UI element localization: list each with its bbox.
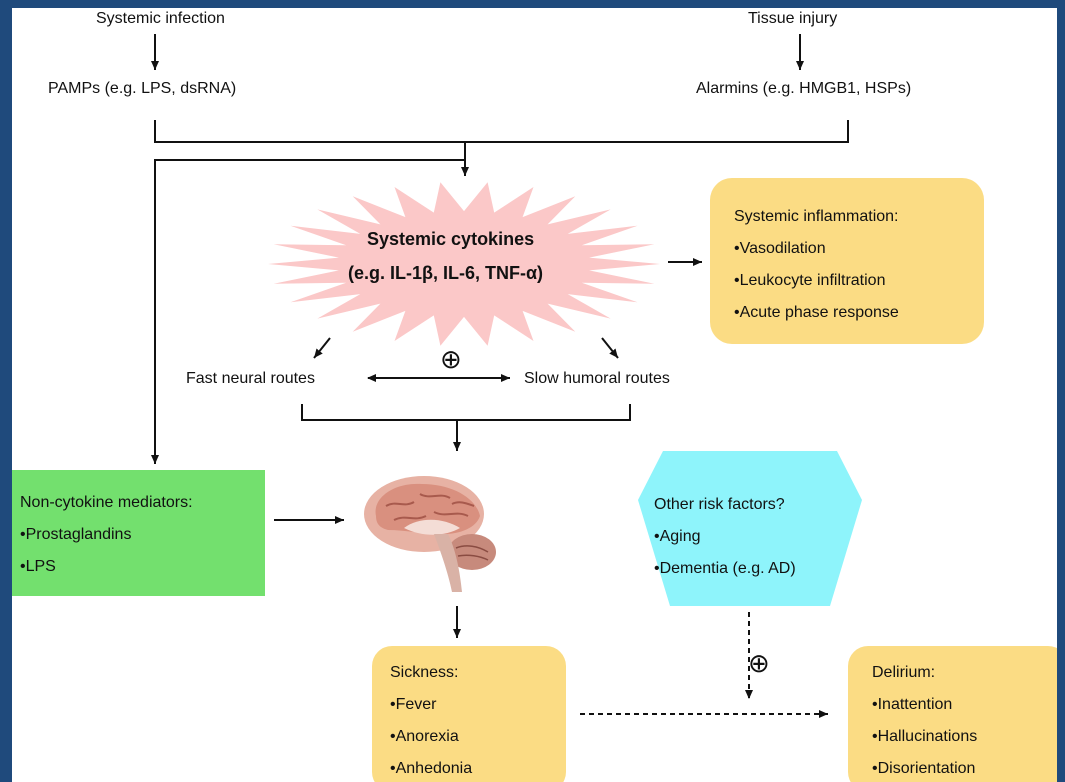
delirium-item: •Inattention: [872, 696, 953, 713]
sickness-item: •Anhedonia: [390, 760, 473, 777]
slow-humoral-routes-label: Slow humoral routes: [524, 370, 670, 387]
inflammation-box: Systemic inflammation: •Vasodilation •Le…: [710, 178, 984, 344]
sickness-title: Sickness:: [390, 664, 459, 681]
brain-icon: [364, 476, 496, 592]
inflammation-title: Systemic inflammation:: [734, 208, 899, 225]
to-slow-arrow: [601, 337, 619, 359]
inflammation-item: •Acute phase response: [734, 304, 899, 321]
delirium-title: Delirium:: [872, 664, 936, 681]
risk-factor-item: •Aging: [654, 528, 701, 545]
connector-layer: [151, 34, 862, 718]
diagram-canvas: Systemic infection PAMPs (e.g. LPS, dsRN…: [12, 8, 1057, 782]
inflammation-item: •Leukocyte infiltration: [734, 272, 886, 289]
delirium-item: •Disorientation: [872, 760, 976, 777]
to-noncytokine-arrow: [151, 159, 465, 464]
delirium-item: •Hallucinations: [872, 728, 978, 745]
delirium-box: Delirium: •Inattention •Hallucinations •…: [848, 646, 1057, 782]
pamps-label: PAMPs (e.g. LPS, dsRNA): [48, 80, 237, 97]
noncytokine-box: Non-cytokine mediators: •Prostaglandins …: [12, 470, 265, 596]
risk-plus-icon: ⊕: [748, 648, 770, 678]
risk-factors-title: Other risk factors?: [654, 496, 785, 513]
cytokines-title: Systemic cytokines: [367, 229, 535, 249]
fast-neural-routes-label: Fast neural routes: [186, 370, 315, 387]
cytokine-starburst: [268, 182, 660, 346]
alarmins-label: Alarmins (e.g. HMGB1, HSPs): [696, 80, 912, 97]
risk-factors-box: [638, 451, 862, 606]
inflammation-item: •Vasodilation: [734, 240, 826, 257]
routes-bracket: [301, 404, 631, 421]
noncytokine-item: •LPS: [20, 558, 56, 575]
noncytokine-item: •Prostaglandins: [20, 526, 132, 543]
risk-factor-item: •Dementia (e.g. AD): [654, 560, 796, 577]
to-fast-arrow: [313, 337, 331, 359]
cytokines-examples: (e.g. IL-1β, IL-6, TNF-α): [348, 263, 544, 283]
tissue-injury-label: Tissue injury: [748, 10, 838, 27]
merge-bracket: [154, 120, 849, 143]
systemic-infection-label: Systemic infection: [96, 10, 225, 27]
sickness-item: •Anorexia: [390, 728, 459, 745]
noncytokine-title: Non-cytokine mediators:: [20, 494, 193, 511]
sickness-item: •Fever: [390, 696, 437, 713]
synergy-plus-icon: ⊕: [440, 344, 462, 374]
sickness-box: Sickness: •Fever •Anorexia •Anhedonia: [372, 646, 566, 782]
